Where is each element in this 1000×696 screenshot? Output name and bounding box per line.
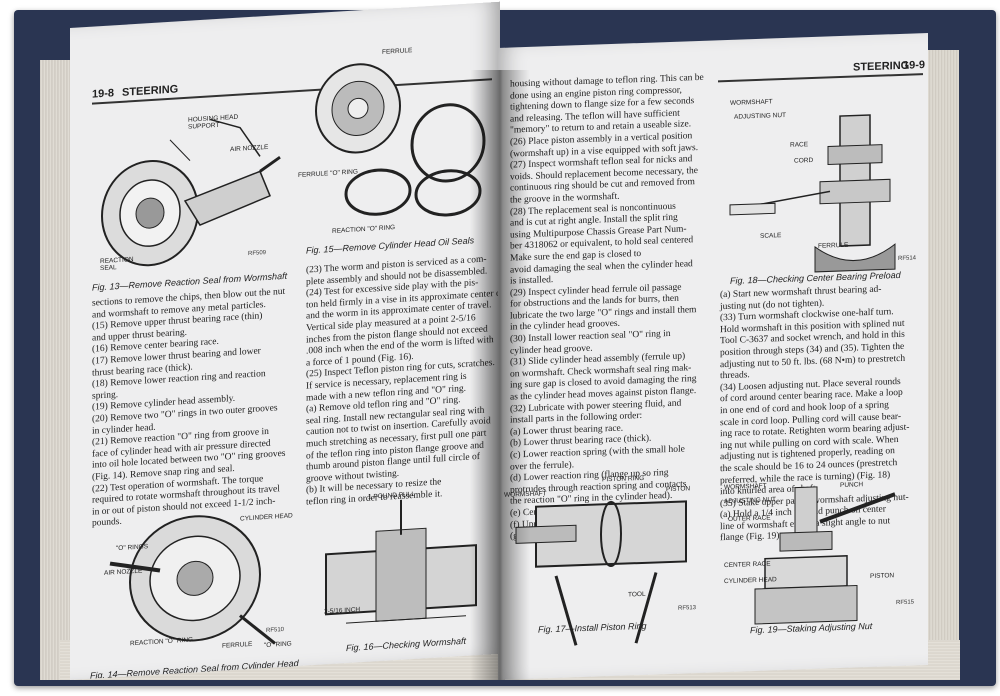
right-page: STEERING 19-9 housing without damage to … <box>498 32 928 680</box>
fig19-label-piston: PISTON <box>870 572 895 581</box>
fig19-label-punch: PUNCH <box>840 481 864 490</box>
fig14-illustration <box>109 515 276 645</box>
fig18-label-race: RACE <box>790 141 809 149</box>
left-page: 19-8 STEERING HOUSING HEAD SUPPORT AIR N… <box>70 1 500 681</box>
fig19-label-outer-race: OUTER RACE <box>728 514 771 523</box>
fig13-label-reaction-seal: REACTION SEAL <box>100 256 134 273</box>
right-section-title: STEERING <box>853 59 910 74</box>
fig15-illustration <box>315 63 486 217</box>
fig17-label-piston-ring: PISTON RING <box>602 474 645 484</box>
fig18-label-cord: CORD <box>794 156 814 165</box>
fig17-illustration <box>515 500 687 646</box>
fig16-illustration <box>325 499 477 624</box>
fig13-illustration <box>101 118 281 267</box>
right-page-number: 19-9 <box>903 59 926 72</box>
fig19-code: RF515 <box>896 599 915 607</box>
right-header-rule <box>718 73 923 83</box>
left-column-2-text: (23) The worm and piston is serviced as … <box>306 254 500 508</box>
fig17-label-wormshaft: WORMSHAFT <box>504 490 547 499</box>
right-page-stack <box>925 50 959 680</box>
right-column-1-text: housing without damage to teflon ring. T… <box>510 72 704 542</box>
left-page-number: 19-8 <box>92 87 115 101</box>
left-section-title: STEERING <box>122 83 179 99</box>
fig18-label-wormshaft: WORMSHAFT <box>730 98 773 107</box>
fig17-label-piston: PISTON <box>666 485 691 494</box>
fig18-illustration <box>729 114 896 273</box>
fig19-illustration <box>754 486 896 625</box>
fig14-code: RF510 <box>266 626 285 635</box>
fig17-code: RF513 <box>678 605 697 612</box>
fig19-label-wormshaft: WORMSHAFT <box>724 482 767 492</box>
fig17-label-tool: TOOL <box>628 590 646 599</box>
fig15-caption: Fig. 15—Remove Cylinder Head Oil Seals <box>306 235 475 256</box>
fig18-label-ferrule: FERRULE <box>818 241 849 250</box>
fig18-label-scale: SCALE <box>760 232 782 240</box>
fig13-code: RF509 <box>248 250 267 258</box>
fig18-code: RF514 <box>898 255 917 263</box>
